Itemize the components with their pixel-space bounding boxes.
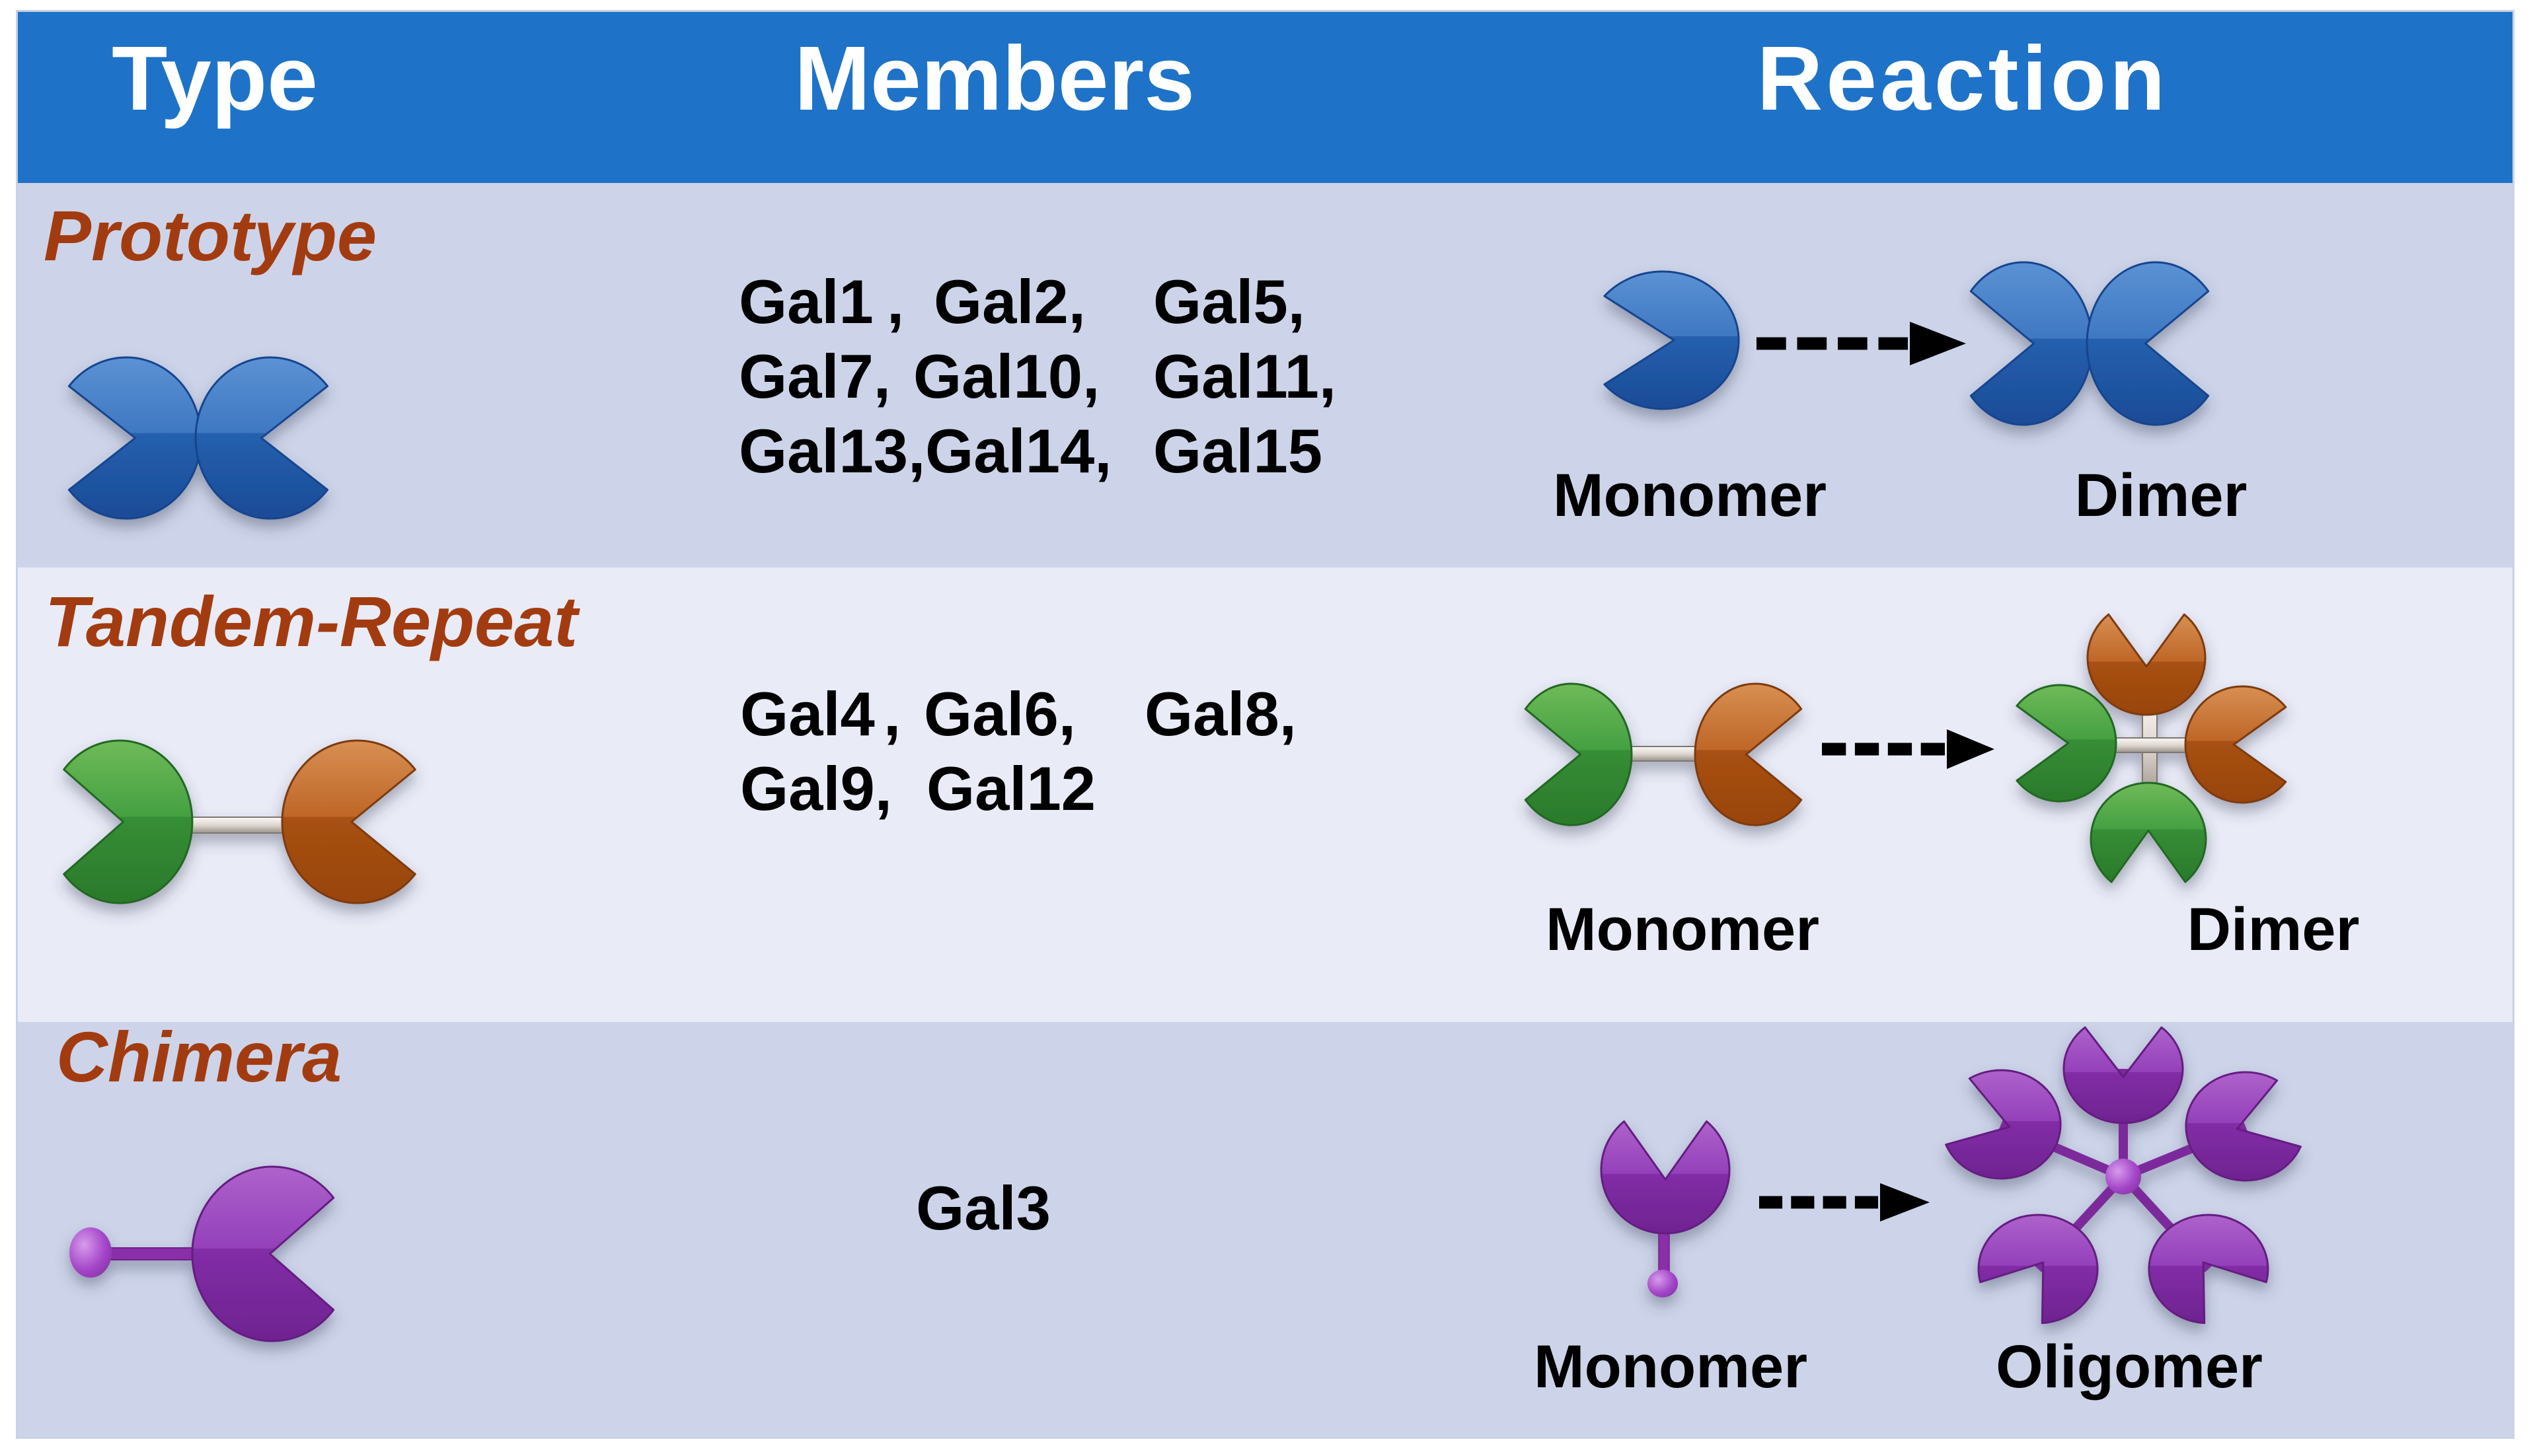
svg-text:,: , bbox=[887, 267, 904, 336]
svg-text:Gal8,: Gal8, bbox=[1145, 679, 1297, 748]
svg-text:Gal15: Gal15 bbox=[1153, 416, 1322, 486]
svg-text:Members: Members bbox=[794, 28, 1195, 129]
svg-text:Gal13,Gal14,: Gal13,Gal14, bbox=[739, 416, 1112, 486]
svg-text:,: , bbox=[884, 679, 901, 748]
svg-text:Gal7,: Gal7, bbox=[739, 342, 891, 411]
svg-text:Gal10,: Gal10, bbox=[913, 342, 1100, 411]
svg-text:Gal2,: Gal2, bbox=[934, 267, 1086, 336]
svg-text:Dimer: Dimer bbox=[2187, 896, 2360, 963]
svg-text:Gal3: Gal3 bbox=[916, 1173, 1051, 1243]
svg-text:Monomer: Monomer bbox=[1553, 462, 1827, 529]
svg-text:Prototype: Prototype bbox=[44, 196, 377, 275]
svg-text:Monomer: Monomer bbox=[1534, 1333, 1807, 1401]
svg-text:Gal11,: Gal11, bbox=[1153, 342, 1336, 411]
svg-text:Reaction: Reaction bbox=[1757, 28, 2169, 129]
svg-text:Chimera: Chimera bbox=[56, 1017, 342, 1097]
svg-text:Gal4: Gal4 bbox=[740, 679, 875, 748]
svg-text:Oligomer: Oligomer bbox=[1996, 1333, 2263, 1401]
svg-text:Tandem-Repeat: Tandem-Repeat bbox=[45, 581, 580, 661]
svg-text:Gal1: Gal1 bbox=[739, 267, 874, 336]
svg-text:Gal9,: Gal9, bbox=[740, 754, 892, 823]
svg-text:Monomer: Monomer bbox=[1546, 896, 1819, 963]
svg-text:Type: Type bbox=[112, 28, 318, 129]
svg-text:Gal12: Gal12 bbox=[926, 754, 1096, 823]
svg-text:Gal6,: Gal6, bbox=[924, 679, 1076, 748]
svg-text:Dimer: Dimer bbox=[2075, 462, 2248, 529]
svg-text:Gal5,: Gal5, bbox=[1153, 267, 1305, 336]
